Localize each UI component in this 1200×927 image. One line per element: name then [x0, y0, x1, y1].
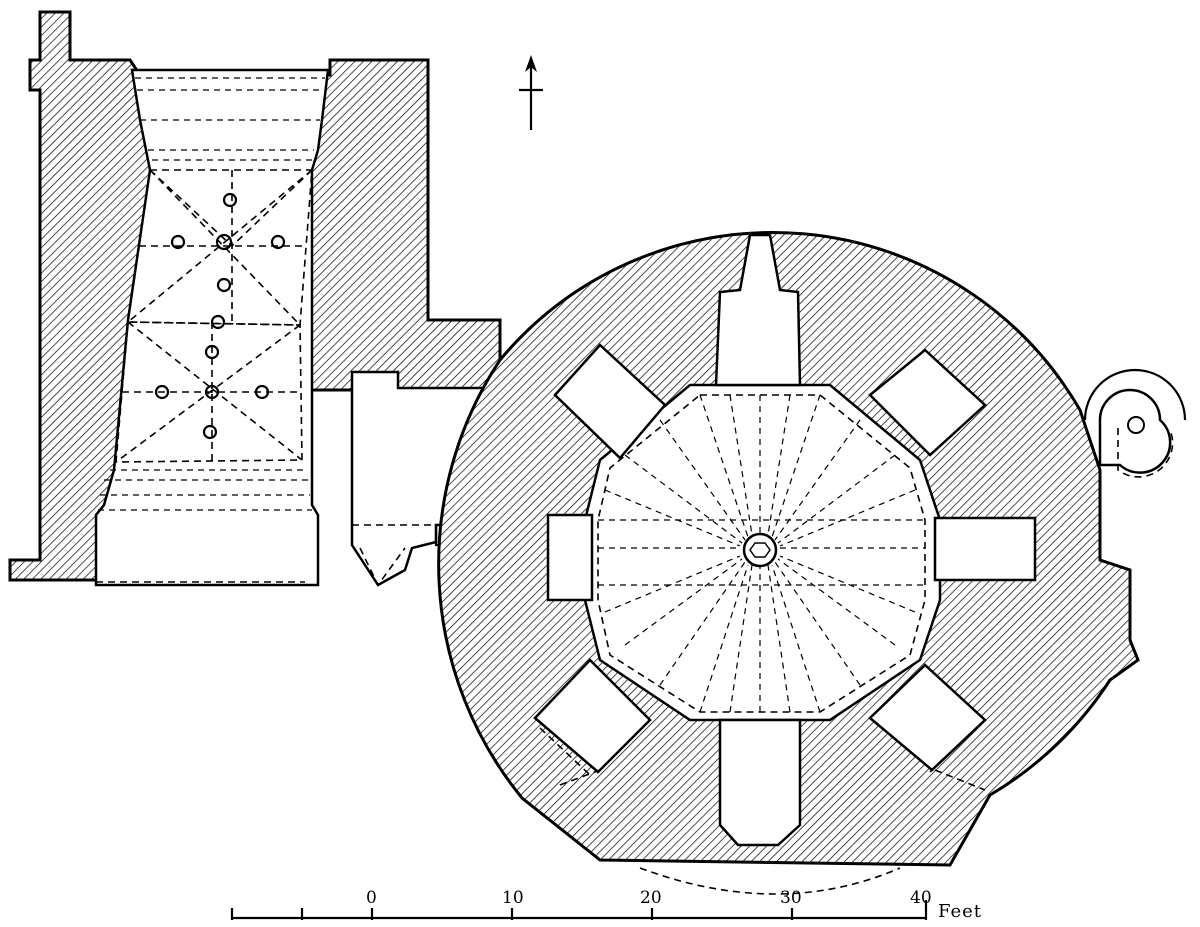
bay-south [718, 718, 802, 847]
west-wing-moldings [98, 77, 325, 511]
central-pillar [742, 532, 778, 568]
turret-stair [1083, 368, 1187, 478]
bay-northeast [868, 348, 987, 457]
west-wing [8, 10, 502, 587]
scale-tick-30: 30 [780, 888, 802, 908]
scale-tick-10: 10 [502, 888, 524, 908]
bay-east [933, 516, 1037, 582]
scale-tick-20: 20 [640, 888, 662, 908]
scale-bar-ticks [230, 900, 928, 920]
south-dashed-arc [639, 867, 901, 895]
scale-tick-40: 40 [910, 888, 932, 908]
bay-southwest [533, 658, 652, 774]
rib-vault-lower [115, 321, 303, 463]
scale-unit-label: Feet [938, 901, 982, 922]
rotunda [437, 230, 1187, 895]
vault-bosses [154, 192, 286, 440]
bay-north [714, 233, 802, 387]
radiating-ribs [598, 394, 925, 713]
north-arrow [519, 55, 543, 130]
bay-northwest [553, 343, 667, 460]
bay-west [546, 513, 594, 602]
scale-tick-0: 0 [366, 888, 377, 908]
passage-dashed-outline [352, 524, 436, 587]
bay-southeast [868, 663, 987, 772]
scale-bar: 0 10 20 30 40 Feet [230, 888, 982, 922]
